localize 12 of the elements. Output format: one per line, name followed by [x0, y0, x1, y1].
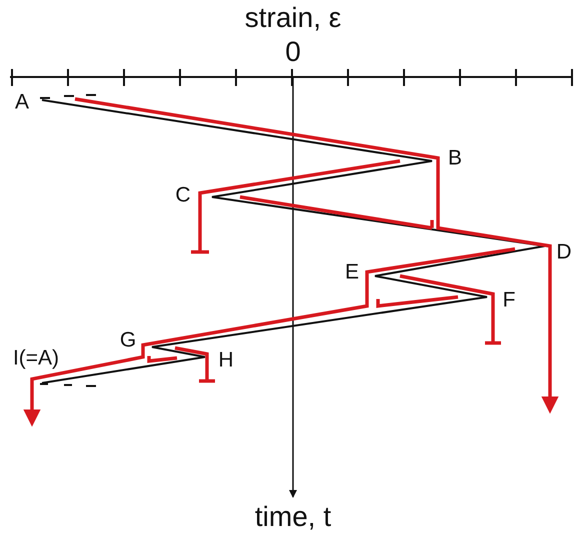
point-label: I(=A): [12, 348, 60, 368]
tick-label: 0: [285, 38, 301, 66]
axis-title: strain, ε: [244, 4, 342, 32]
point-label: C: [175, 184, 191, 206]
axis-title: time, t: [254, 503, 332, 531]
point-label: B: [448, 148, 462, 168]
point-label: H: [218, 350, 234, 370]
point-label: G: [120, 330, 136, 350]
point-label: E: [345, 262, 359, 282]
point-label: F: [502, 290, 516, 310]
point-label: A: [15, 92, 29, 112]
point-label: D: [556, 242, 572, 262]
